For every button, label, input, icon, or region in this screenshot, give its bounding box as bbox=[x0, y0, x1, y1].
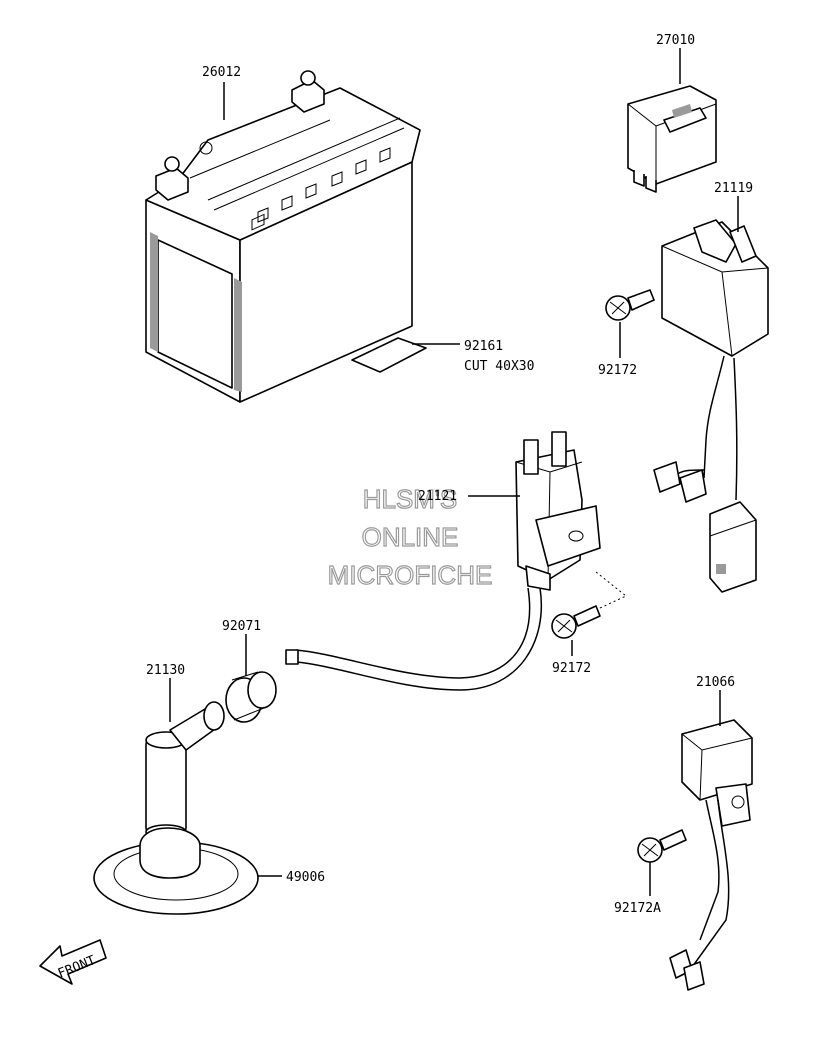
part-label-49006: 49006 bbox=[286, 870, 325, 885]
ignition-coil bbox=[285, 431, 601, 691]
front-arrow: FRONT bbox=[39, 939, 107, 985]
relay-box bbox=[627, 85, 717, 193]
part-label-21066: 21066 bbox=[696, 675, 735, 690]
watermark-line-1: HLSM'S bbox=[363, 484, 458, 514]
part-label-92172-middle: 92172 bbox=[552, 661, 591, 676]
plug-cap bbox=[145, 701, 225, 840]
part-label-92161: 92161 bbox=[464, 339, 503, 354]
part-label-21130: 21130 bbox=[146, 663, 185, 678]
part-label-21119: 21119 bbox=[714, 181, 753, 196]
part-labels: 26012 92161 CUT 40X30 27010 21119 92172 … bbox=[146, 33, 753, 916]
part-label-92172A: 92172A bbox=[614, 901, 661, 916]
part-label-26012: 26012 bbox=[202, 65, 241, 80]
screw-lower bbox=[637, 829, 687, 863]
leader-lines bbox=[169, 48, 739, 896]
voltage-regulator bbox=[669, 719, 753, 991]
screw-middle bbox=[551, 571, 627, 639]
cdi-unit bbox=[653, 219, 769, 593]
rubber-boot bbox=[93, 827, 259, 915]
part-label-92172-upper: 92172 bbox=[598, 363, 637, 378]
seal bbox=[225, 671, 277, 723]
part-label-27010: 27010 bbox=[656, 33, 695, 48]
watermark: HLSM'S ONLINE MICROFICHE bbox=[327, 483, 493, 590]
screw-upper bbox=[605, 289, 655, 321]
part-label-92071: 92071 bbox=[222, 619, 261, 634]
watermark-line-3: MICROFICHE bbox=[328, 560, 493, 590]
battery bbox=[145, 70, 427, 403]
part-label-21121: 21121 bbox=[418, 489, 457, 504]
watermark-line-2: ONLINE bbox=[362, 522, 459, 552]
part-note-92161: CUT 40X30 bbox=[464, 359, 534, 374]
